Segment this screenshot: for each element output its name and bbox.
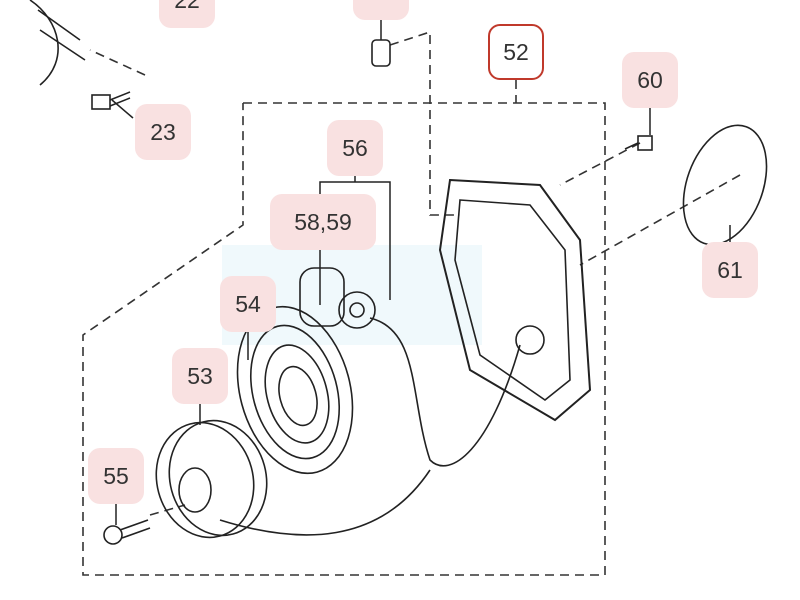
part-label-23[interactable]: 23	[135, 104, 191, 160]
cable-guide-57	[371, 39, 391, 67]
rope	[369, 317, 521, 467]
housing-fragment	[29, 0, 59, 86]
cover-61	[682, 124, 768, 246]
part-label-57-clipped[interactable]	[353, 0, 409, 20]
part-label-60[interactable]: 60	[622, 52, 678, 108]
rope-lower	[219, 469, 431, 536]
screw-55	[103, 519, 151, 545]
starter-housing-52	[438, 178, 592, 422]
spring-54	[236, 305, 354, 475]
screw-60	[624, 135, 653, 151]
part-label-22[interactable]: 22	[159, 0, 215, 28]
part-label-52-selected[interactable]: 52	[488, 24, 544, 80]
handle-grip-56	[338, 291, 376, 329]
bolt-23	[91, 91, 131, 110]
part-label-56[interactable]: 56	[327, 120, 383, 176]
housing-detail	[37, 9, 86, 61]
part-label-53[interactable]: 53	[172, 348, 228, 404]
part-label-58-59[interactable]: 58,59	[270, 194, 376, 250]
starter-housing-inner	[454, 199, 571, 401]
part-label-54[interactable]: 54	[220, 276, 276, 332]
pulley-53	[155, 419, 268, 539]
part-label-55[interactable]: 55	[88, 448, 144, 504]
housing-pulley-hub	[515, 325, 545, 355]
part-label-61[interactable]: 61	[702, 242, 758, 298]
